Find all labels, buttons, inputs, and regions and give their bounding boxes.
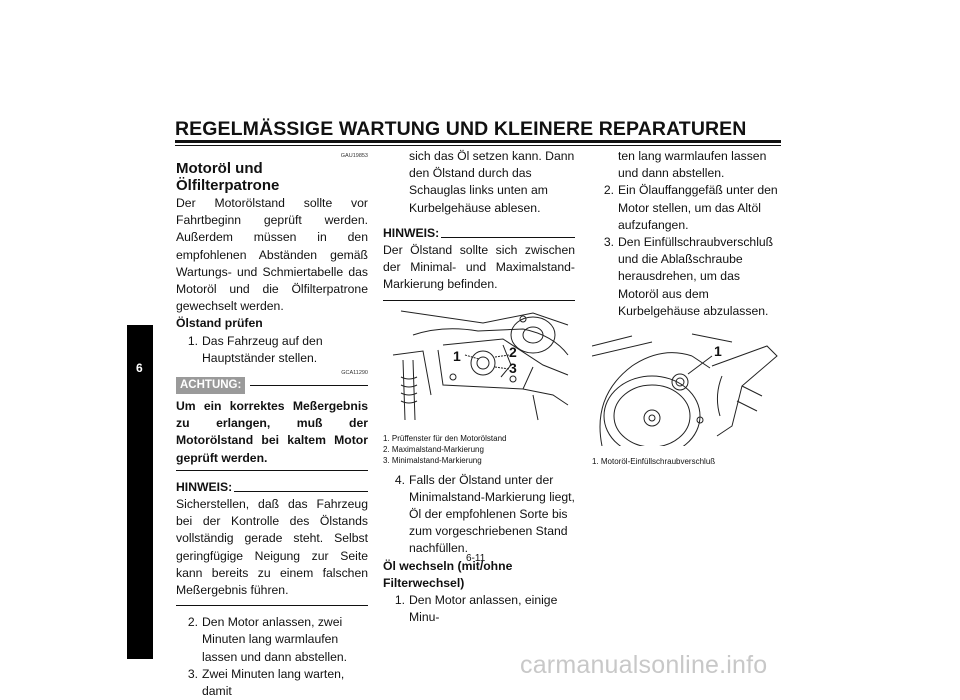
step-2: 2. Ein Ölauffanggefäß unter den Motor st… xyxy=(592,182,782,234)
note-text: Sicherstellen, daß das Fahrzeug bei der … xyxy=(176,497,368,598)
step-text: Den Motor anlassen, zwei Minuten lang wa… xyxy=(202,615,348,664)
step-number: 2. xyxy=(603,183,614,198)
caption-3: 3. Minimalstand-Markierung xyxy=(383,455,482,465)
caption-1: 1. Motoröl-Einfüllschraubverschluß xyxy=(592,457,716,467)
engine-oil-window-illustration: 1 2 3 xyxy=(392,310,569,420)
step-number: 3. xyxy=(603,235,614,250)
reference-code: GAU19853 xyxy=(340,153,368,159)
step-1: 1. Das Fahrzeug auf den Hauptständer ste… xyxy=(176,333,368,367)
step-text: Den Motor anlassen, einige Minu- xyxy=(409,593,558,625)
step-1-continued: ten lang warmlaufen lassen und dann abst… xyxy=(618,149,767,181)
step-text: Zwei Minuten lang warten, damit xyxy=(202,666,345,699)
reference-code: GCA11290 xyxy=(341,370,368,377)
page-number: 6-11 xyxy=(466,553,486,564)
callout-1: 1 xyxy=(453,348,461,364)
section-heading: Motoröl und Ölfilterpatrone xyxy=(176,160,280,194)
note-header: HINWEIS: xyxy=(383,225,575,242)
callout-2: 2 xyxy=(509,344,517,360)
caution-text: Um ein korrektes Meßergebnis zu erlangen… xyxy=(176,399,368,465)
subheading-oil-check: Ölstand prüfen xyxy=(176,316,263,331)
note-label: HINWEIS: xyxy=(176,479,233,494)
step-text: Ein Ölauffanggefäß unter den Motor stell… xyxy=(618,183,778,232)
divider xyxy=(176,605,368,607)
intro-paragraph: Der Motorölstand sollte vor Fahrtbeginn … xyxy=(176,196,368,314)
watermark: carmanualsonline.info xyxy=(520,651,768,679)
step-text: Den Einfüllschraubverschluß und die Abla… xyxy=(618,235,774,318)
note-text: Der Ölstand sollte sich zwischen der Min… xyxy=(383,243,575,292)
divider xyxy=(176,469,368,471)
divider xyxy=(383,299,575,301)
caution-rule xyxy=(250,385,368,387)
step-number: 1. xyxy=(187,333,198,348)
subheading-oil-change: Öl wechseln (mit/ohne Filterwechsel) xyxy=(383,558,513,590)
title-rule-thin xyxy=(175,145,781,146)
oil-filler-cap-illustration: 1 xyxy=(592,333,778,447)
callout-3: 3 xyxy=(509,360,517,376)
column-3: ten lang warmlaufen lassen und dann abst… xyxy=(592,148,782,467)
caption-2: 2. Maximalstand-Markierung xyxy=(383,444,484,454)
chapter-number: 6 xyxy=(136,361,143,375)
column-1: GAU19853 Motoröl und Ölfilterpatrone Der… xyxy=(176,152,368,700)
step-text: Falls der Ölstand unter der Minimalstand… xyxy=(409,472,575,556)
step-3: 3. Zwei Minuten lang warten, damit xyxy=(176,666,368,700)
step-number: 2. xyxy=(187,615,198,630)
caution-header: ACHTUNG: xyxy=(176,377,368,395)
title-rule xyxy=(175,140,781,143)
note-label: HINWEIS: xyxy=(383,225,440,240)
step-1: 1. Den Motor anlassen, einige Minu- xyxy=(383,592,575,626)
step-text: Das Fahrzeug auf den Hauptständer stelle… xyxy=(202,333,323,365)
step-3-continued: sich das Öl setzen kann. Dann den Ölstan… xyxy=(409,149,575,215)
step-number: 1. xyxy=(394,593,405,608)
column-2: sich das Öl setzen kann. Dann den Ölstan… xyxy=(383,148,575,626)
note-header: HINWEIS: xyxy=(176,479,368,496)
step-number: 4. xyxy=(394,472,405,487)
step-2: 2. Den Motor anlassen, zwei Minuten lang… xyxy=(176,614,368,666)
step-4: 4. Falls der Ölstand unter der Minimalst… xyxy=(383,472,575,558)
chapter-tab xyxy=(127,325,153,659)
page-title: REGELMÄSSIGE WARTUNG UND KLEINERE REPARA… xyxy=(175,118,747,140)
caution-badge: ACHTUNG: xyxy=(176,377,246,395)
caption-1: 1. Prüffenster für den Motorölstand xyxy=(383,433,507,443)
step-3: 3. Den Einfüllschraubverschluß und die A… xyxy=(592,234,782,320)
step-number: 3. xyxy=(187,666,198,681)
callout-1: 1 xyxy=(714,343,722,359)
